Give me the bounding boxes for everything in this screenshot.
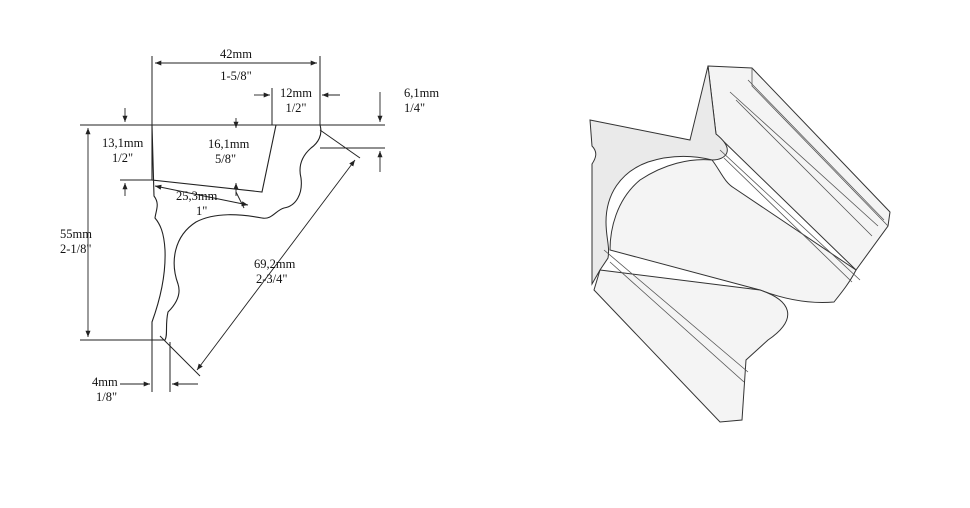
top-width-mm: 42mm xyxy=(220,47,252,61)
profile-drawing: 42mm 1-5/8" 12mm 1/2" 6,1mm 1/4" 13,1mm … xyxy=(60,47,439,404)
right-drop-mm: 6,1mm xyxy=(404,86,439,100)
diagonal-mm: 69,2mm xyxy=(254,257,296,271)
height-mm: 55mm xyxy=(60,227,92,241)
slope-in: 5/8" xyxy=(215,152,236,166)
top-width-in: 1-5/8" xyxy=(220,69,252,83)
inner-width-mm: 25,3mm xyxy=(176,189,218,203)
height-in: 2-1/8" xyxy=(60,242,92,256)
slope-mm: 16,1mm xyxy=(208,137,250,151)
molding-profile xyxy=(151,124,322,341)
isometric-view xyxy=(589,65,891,423)
left-drop-mm: 13,1mm xyxy=(102,136,144,150)
bottom-lip-mm: 4mm xyxy=(92,375,118,389)
inner-width-in: 1" xyxy=(196,204,207,218)
bottom-lip-in: 1/8" xyxy=(96,390,117,404)
top-lip-mm: 12mm xyxy=(280,86,312,100)
right-drop-in: 1/4" xyxy=(404,101,425,115)
left-drop-in: 1/2" xyxy=(112,151,133,165)
top-lip-in: 1/2" xyxy=(285,101,306,115)
molding-end-face xyxy=(589,65,728,286)
diagonal-in: 2-3/4" xyxy=(256,272,288,286)
